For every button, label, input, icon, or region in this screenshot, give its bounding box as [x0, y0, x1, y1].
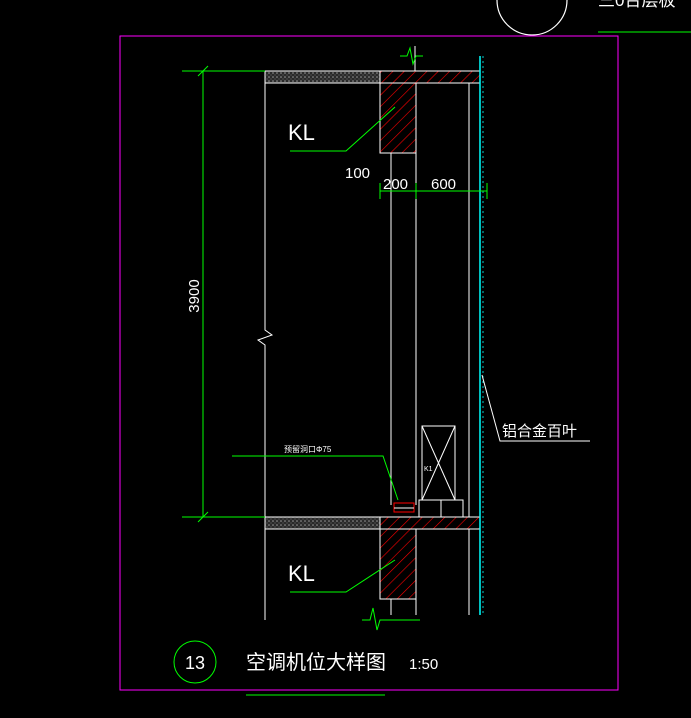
louver-label: 铝合金百叶 [502, 423, 577, 440]
ac-unit-box [418, 425, 464, 518]
header-fragment: 三0台层板 [496, 0, 691, 36]
kl-top-label: KL [288, 120, 315, 145]
detail-number: 13 [185, 653, 205, 673]
header-fragment-text: 三0台层板 [598, 0, 675, 10]
kl-top-leader [290, 106, 396, 152]
dim-3900-label: 3900 [186, 279, 203, 312]
dim-100-label: 100 [345, 165, 370, 182]
callout-circle-partial [496, 0, 568, 36]
louver-leader [481, 374, 590, 442]
top-slab [264, 70, 481, 84]
wall-column [390, 153, 417, 615]
detail-frame [119, 35, 619, 691]
detail-scale: 1:50 [409, 656, 438, 673]
left-wall-line [256, 83, 274, 620]
aluminium-louver [479, 56, 484, 615]
bottom-slab [264, 516, 481, 530]
pipe-note-leader [232, 455, 399, 501]
pipe-sleeve [393, 502, 415, 513]
dim-600-label: 600 [431, 176, 456, 193]
bottom-break-symbol [362, 607, 420, 631]
pipe-note-label: 预留洞口Φ75 [284, 444, 332, 454]
dim-200-label: 200 [383, 176, 408, 193]
dimension-3900 [182, 65, 265, 523]
kl-bottom-label: KL [288, 561, 315, 586]
bottom-beam [379, 528, 417, 600]
unit-mark: K1 [424, 466, 433, 473]
top-beam [379, 82, 417, 154]
detail-title: 空调机位大样图 [246, 651, 386, 674]
detail-number-circle [173, 640, 217, 684]
top-break-symbol [400, 46, 423, 66]
kl-bottom-leader [290, 559, 396, 593]
title-block: 13 空调机位大样图 1:50 [173, 640, 438, 696]
dimension-horizontal [379, 183, 488, 199]
